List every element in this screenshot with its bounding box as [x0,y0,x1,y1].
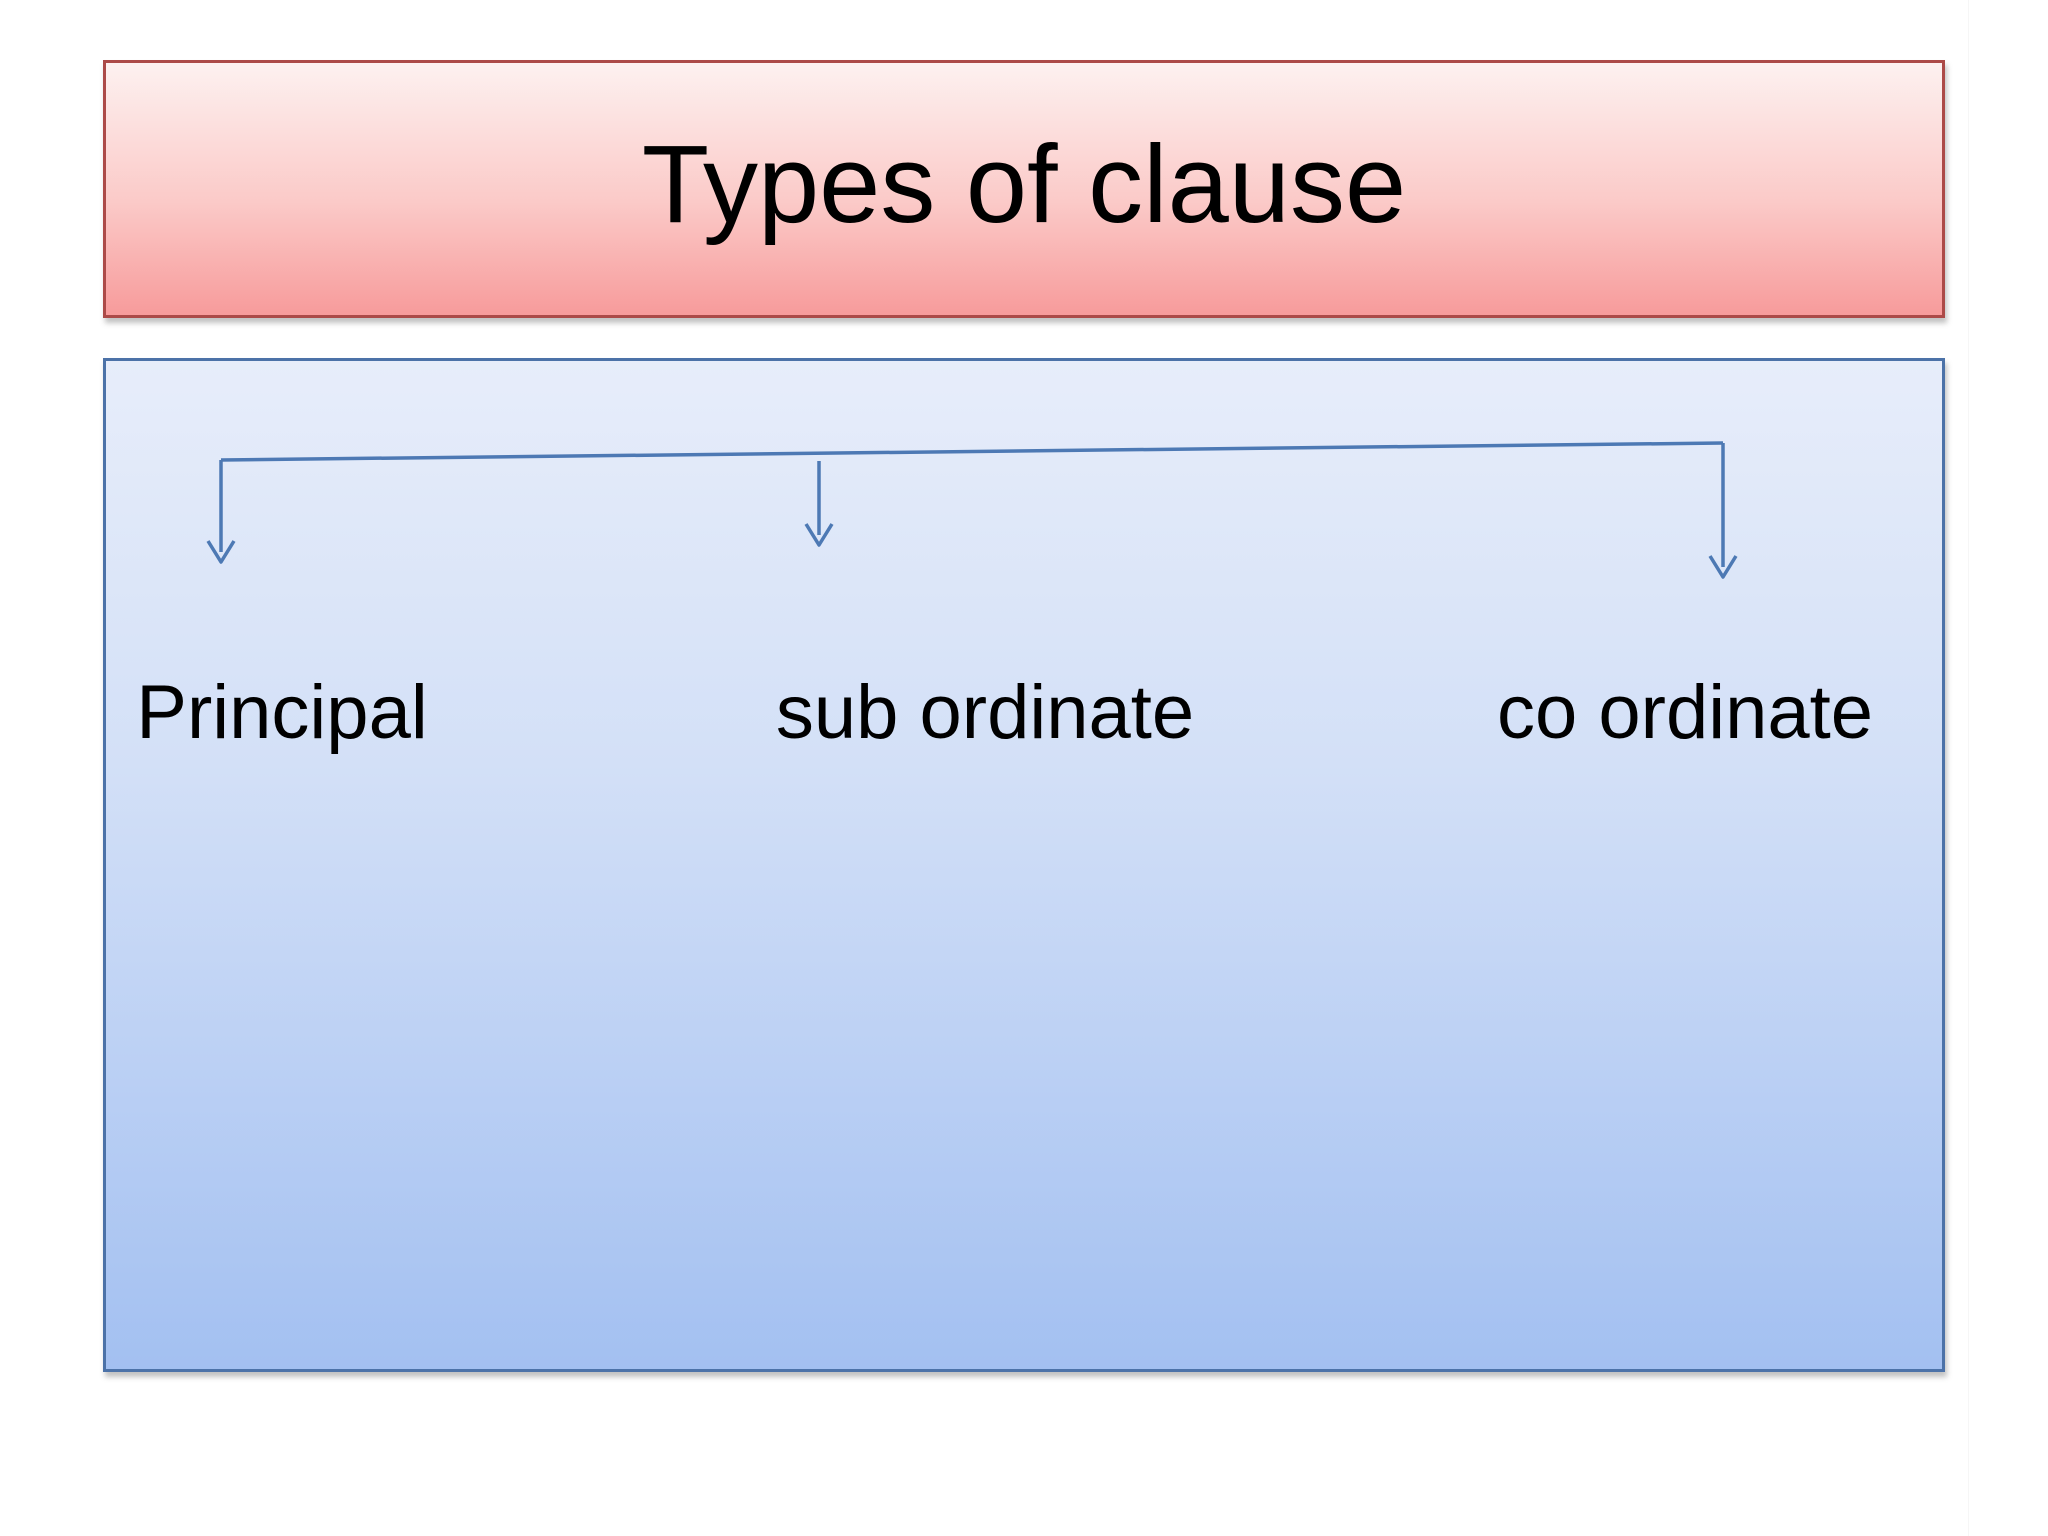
diagram-box [103,358,1945,1372]
slide-title: Types of clause [641,123,1407,246]
label-co-ordinate: co ordinate [1496,670,1874,755]
label-principal: Principal [136,670,428,755]
title-box: Types of clause [103,60,1945,318]
slide-right-edge [1968,0,1969,1536]
label-sub-ordinate: sub ordinate [775,670,1195,755]
